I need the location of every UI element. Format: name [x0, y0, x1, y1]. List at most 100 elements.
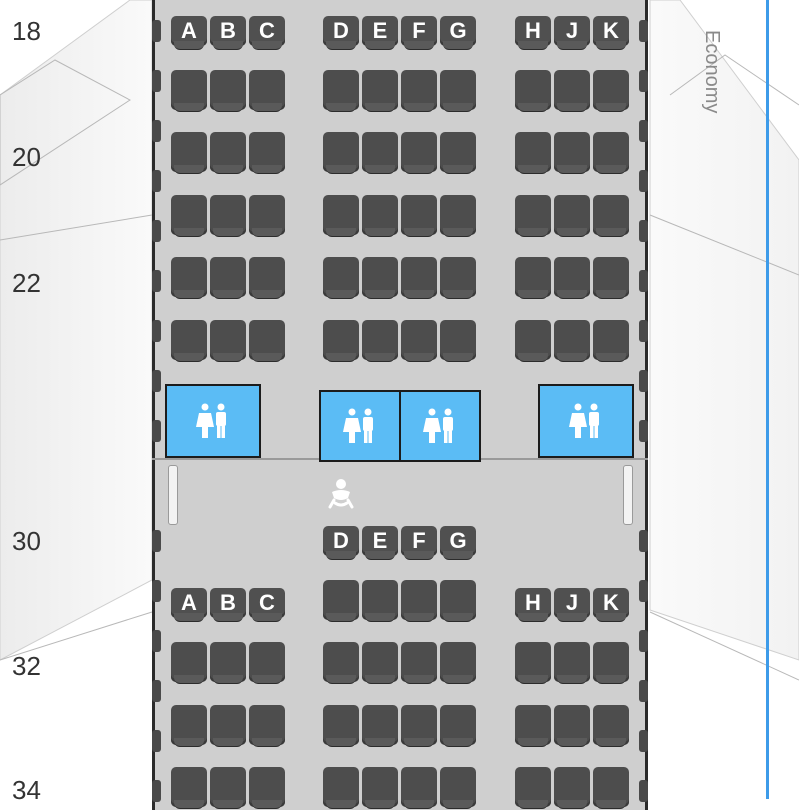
seat[interactable]: [401, 320, 437, 362]
seat[interactable]: [249, 257, 285, 299]
seat[interactable]: [249, 767, 285, 809]
seat[interactable]: [401, 132, 437, 174]
seat[interactable]: [401, 195, 437, 237]
seat[interactable]: [171, 70, 207, 112]
seat[interactable]: [401, 642, 437, 684]
seat[interactable]: [323, 320, 359, 362]
cabin-window: [152, 780, 161, 802]
seat[interactable]: [249, 642, 285, 684]
seat[interactable]: [171, 132, 207, 174]
seat[interactable]: [515, 132, 551, 174]
seat[interactable]: [171, 705, 207, 747]
seat[interactable]: [323, 132, 359, 174]
seat[interactable]: [210, 320, 246, 362]
seat-letter: D: [333, 528, 349, 553]
seat[interactable]: [554, 195, 590, 237]
seat[interactable]: [210, 767, 246, 809]
seat[interactable]: [171, 257, 207, 299]
seat[interactable]: [323, 642, 359, 684]
seat[interactable]: [593, 195, 629, 237]
seat[interactable]: [554, 320, 590, 362]
seat[interactable]: [171, 767, 207, 809]
seat[interactable]: [440, 70, 476, 112]
seat[interactable]: [171, 195, 207, 237]
seat-column-header: C: [249, 580, 285, 622]
seat[interactable]: [593, 132, 629, 174]
seat-column-header: B: [210, 580, 246, 622]
seat[interactable]: [440, 320, 476, 362]
seat[interactable]: [515, 70, 551, 112]
seat[interactable]: [323, 70, 359, 112]
seat[interactable]: [323, 705, 359, 747]
seat[interactable]: [362, 257, 398, 299]
seat[interactable]: [362, 320, 398, 362]
cabin-window: [639, 320, 648, 342]
seat[interactable]: [210, 642, 246, 684]
seat[interactable]: [362, 767, 398, 809]
cabin-window: [152, 420, 161, 442]
seat[interactable]: [554, 642, 590, 684]
seat[interactable]: [515, 767, 551, 809]
seat[interactable]: [171, 320, 207, 362]
seat-letter: C: [259, 18, 275, 43]
seat[interactable]: [554, 132, 590, 174]
seat[interactable]: [440, 705, 476, 747]
seat[interactable]: [210, 70, 246, 112]
seat[interactable]: [249, 70, 285, 112]
seat[interactable]: [440, 580, 476, 622]
seat[interactable]: [554, 70, 590, 112]
lavatory: [165, 384, 261, 458]
seat[interactable]: [249, 195, 285, 237]
cabin-window: [639, 420, 648, 442]
seat[interactable]: [323, 257, 359, 299]
seat[interactable]: [515, 195, 551, 237]
seat-column-header: H: [515, 8, 551, 50]
seat[interactable]: [362, 132, 398, 174]
seat[interactable]: [249, 132, 285, 174]
seat[interactable]: [593, 70, 629, 112]
seat[interactable]: [593, 320, 629, 362]
seat[interactable]: [440, 132, 476, 174]
row-number: 18: [12, 16, 41, 46]
seat[interactable]: [515, 257, 551, 299]
seat[interactable]: [554, 705, 590, 747]
seat[interactable]: [593, 257, 629, 299]
seat[interactable]: [440, 195, 476, 237]
seat[interactable]: [440, 767, 476, 809]
seat[interactable]: [554, 767, 590, 809]
seat[interactable]: [210, 195, 246, 237]
seat[interactable]: [401, 70, 437, 112]
seat[interactable]: [593, 767, 629, 809]
seat[interactable]: [362, 195, 398, 237]
seat-letter: D: [333, 18, 349, 43]
seat[interactable]: [249, 705, 285, 747]
cabin-window: [152, 370, 161, 392]
seat[interactable]: [249, 320, 285, 362]
cabin-window: [639, 120, 648, 142]
seat-column-header: E: [362, 518, 398, 560]
seat[interactable]: [323, 580, 359, 622]
seat[interactable]: [515, 642, 551, 684]
seat[interactable]: [554, 257, 590, 299]
seat[interactable]: [171, 642, 207, 684]
lavatory-icon: [569, 403, 599, 438]
seat[interactable]: [515, 320, 551, 362]
seat[interactable]: [401, 767, 437, 809]
seat[interactable]: [362, 642, 398, 684]
seat[interactable]: [401, 705, 437, 747]
seat[interactable]: [440, 642, 476, 684]
seat[interactable]: [323, 195, 359, 237]
seat[interactable]: [362, 705, 398, 747]
seat[interactable]: [515, 705, 551, 747]
seat[interactable]: [210, 132, 246, 174]
seat[interactable]: [401, 257, 437, 299]
seat[interactable]: [362, 70, 398, 112]
seat[interactable]: [210, 705, 246, 747]
seat[interactable]: [593, 705, 629, 747]
seat[interactable]: [362, 580, 398, 622]
seat[interactable]: [440, 257, 476, 299]
seat[interactable]: [323, 767, 359, 809]
seat[interactable]: [210, 257, 246, 299]
seat[interactable]: [593, 642, 629, 684]
seat[interactable]: [401, 580, 437, 622]
